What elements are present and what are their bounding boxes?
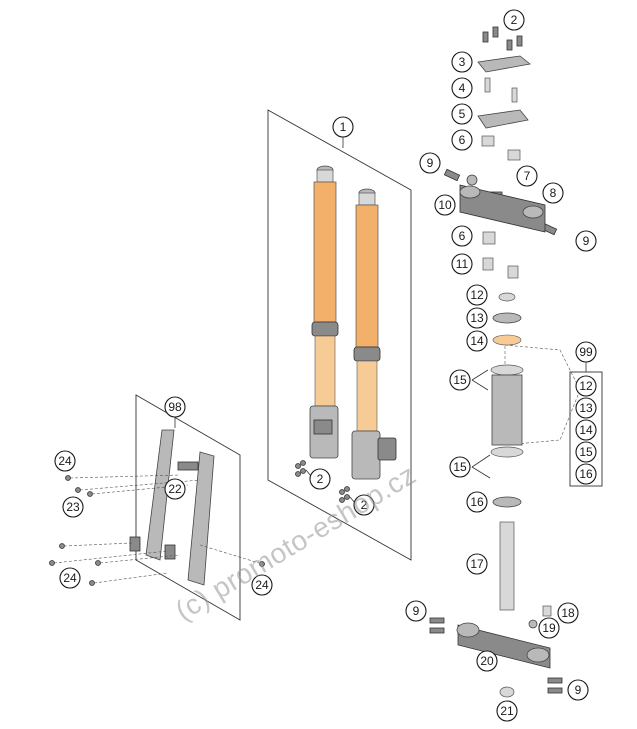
callout-14: 14 [466,330,488,352]
callout-15-upper: 15 [449,369,471,391]
svg-text:4: 4 [459,81,466,95]
callout-17: 17 [466,553,488,575]
svg-text:10: 10 [438,198,452,212]
svg-text:99: 99 [579,345,593,359]
callout-2-fork-right: 2 [353,494,375,516]
callout-15-lower: 15 [449,456,471,478]
callout-11: 11 [451,253,473,275]
callout-13: 13 [466,307,488,329]
svg-text:9: 9 [575,683,582,697]
svg-text:2: 2 [361,498,368,512]
callout-22: 22 [164,478,186,500]
fork-guard-left [145,429,175,561]
svg-text:12: 12 [579,379,593,393]
svg-text:15: 15 [453,373,467,387]
callout-18: 18 [557,602,579,624]
fork-guard-assembly [49,394,265,621]
svg-text:16: 16 [579,467,593,481]
fork-leg-left [309,165,339,459]
svg-text:14: 14 [579,423,593,437]
callout-2-fork-left: 2 [309,468,331,490]
svg-text:17: 17 [470,557,484,571]
svg-text:13: 13 [579,401,593,415]
svg-text:8: 8 [550,186,557,200]
callout-9-lower-left: 9 [405,600,427,622]
callout-9-top-left: 9 [419,152,441,174]
svg-text:6: 6 [459,229,466,243]
kit-item-15: 15 [575,441,597,463]
svg-text:13: 13 [470,311,484,325]
svg-text:9: 9 [583,234,590,248]
svg-text:9: 9 [413,604,420,618]
callout-3: 3 [451,51,473,73]
svg-text:14: 14 [470,334,484,348]
svg-text:24: 24 [255,578,269,592]
callout-24-left: 24 [59,567,81,589]
svg-text:9: 9 [427,156,434,170]
svg-text:21: 21 [500,704,514,718]
callout-24-right: 24 [251,574,273,596]
callout-1: 1 [332,116,354,138]
steering-stem [499,521,515,611]
svg-text:1: 1 [340,120,347,134]
callout-20: 20 [476,650,498,672]
fork-leg-right [351,188,397,480]
svg-text:3: 3 [459,55,466,69]
callout-24-top: 24 [54,450,76,472]
callout-9-top-right: 9 [575,230,597,252]
upper-triple-clamp [459,184,546,233]
callout-5: 5 [451,103,473,125]
callout-10: 10 [434,194,456,216]
handlebar-clamp-lower [477,109,529,129]
kit-item-14: 14 [575,419,597,441]
svg-text:16: 16 [470,495,484,509]
callout-19: 19 [538,617,560,639]
callout-9-lower-right: 9 [567,679,589,701]
callout-2-top: 2 [503,9,525,31]
callout-16: 16 [466,491,488,513]
callout-6-top: 6 [451,129,473,151]
svg-text:18: 18 [561,606,575,620]
svg-text:23: 23 [66,500,80,514]
kit-item-13: 13 [575,397,597,419]
svg-text:6: 6 [459,133,466,147]
svg-text:5: 5 [459,107,466,121]
callout-23: 23 [62,496,84,518]
lower-triple-clamp [457,624,551,669]
callout-4: 4 [451,77,473,99]
svg-text:2: 2 [317,472,324,486]
svg-text:15: 15 [453,460,467,474]
callout-8: 8 [542,182,564,204]
steering-head-tube [491,374,523,446]
svg-text:20: 20 [480,654,494,668]
fork-assembly [267,109,412,561]
callout-6-lower: 6 [451,225,473,247]
svg-text:24: 24 [58,454,72,468]
callout-7: 7 [516,165,538,187]
svg-text:24: 24 [63,571,77,585]
svg-text:12: 12 [470,288,484,302]
handlebar-clamp-top [477,55,531,73]
callout-99: 99 [575,341,597,363]
kit-item-12: 12 [575,375,597,397]
callout-21: 21 [496,700,518,722]
svg-text:22: 22 [168,482,182,496]
kit-item-16: 16 [575,463,597,485]
svg-text:7: 7 [524,169,531,183]
svg-text:19: 19 [542,621,556,635]
fork-panel-outline [267,109,412,561]
bolts-2-left [295,460,312,477]
svg-text:2: 2 [511,13,518,27]
svg-text:11: 11 [456,257,469,271]
guard-panel-outline [135,394,241,621]
svg-text:98: 98 [168,400,182,414]
steering-parts [429,26,603,698]
svg-text:15: 15 [579,445,593,459]
fork-guard-right [187,451,215,586]
callout-98: 98 [164,396,186,418]
callout-12: 12 [466,284,488,306]
bolts-2-right [339,486,356,504]
